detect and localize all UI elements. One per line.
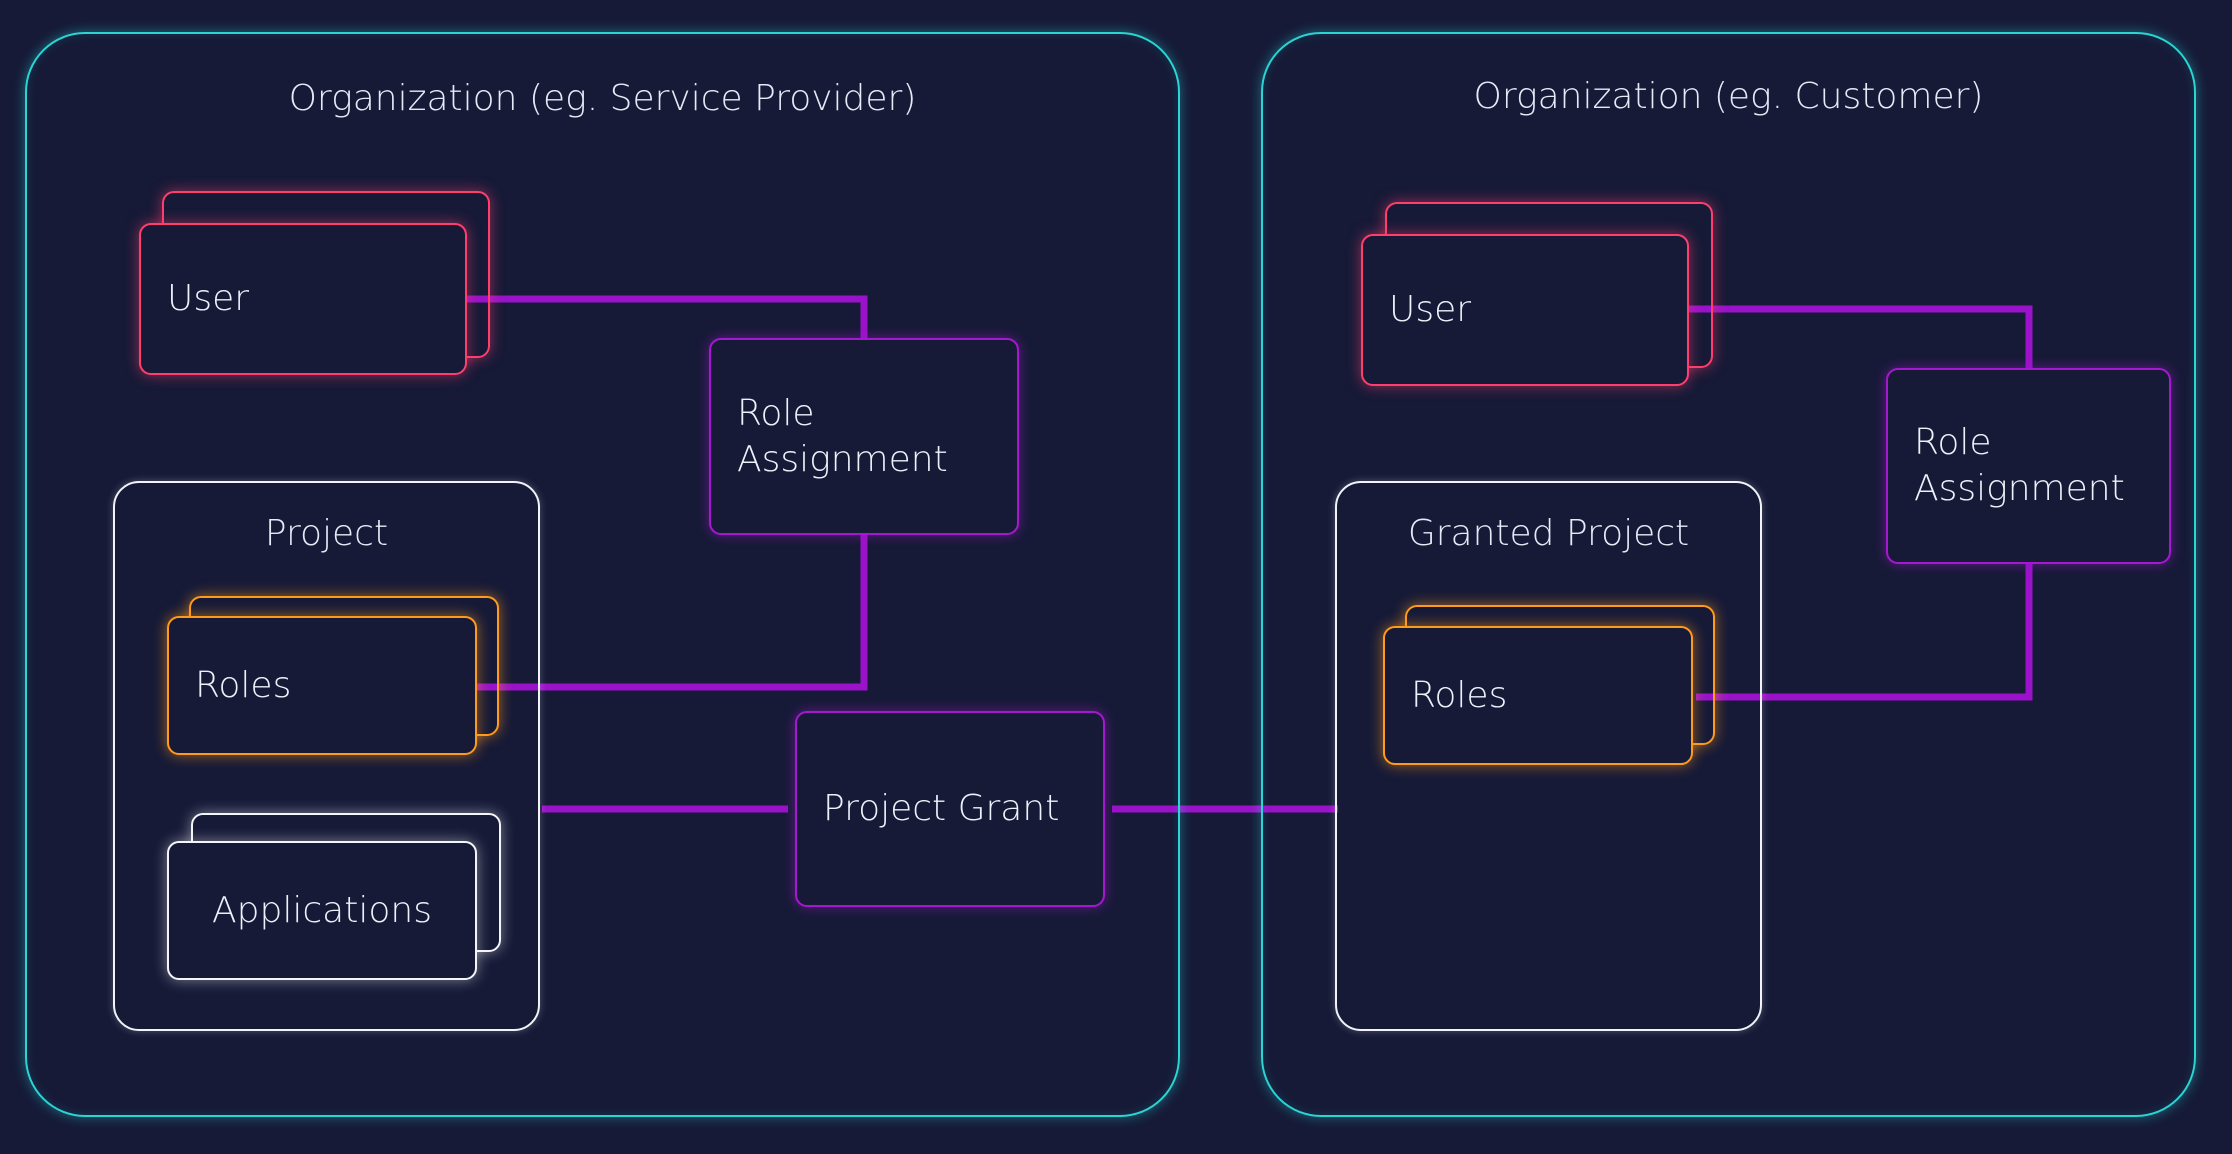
project-grant-label: Project Grant [823,788,1060,829]
project-panel: Project [113,481,540,1031]
organization-service-provider: Organization (eg. Service Provider) [25,32,1180,1117]
applications-box[interactable]: Applications [167,841,477,980]
user-box[interactable]: User [139,223,467,375]
applications-label: Applications [212,889,432,931]
roles-box[interactable]: Roles [167,616,477,755]
granted-project-title: Granted Project [1407,513,1690,554]
granted-project-panel: Granted Project [1335,481,1762,1031]
customer-role-assignment-label: Role Assignment [1914,422,2125,509]
organization-customer-title: Organization (eg. Customer) [1473,76,1984,117]
connector-user-to-role-assignment [466,295,868,338]
customer-roles-label: Roles [1411,674,1508,716]
user-label: User [167,278,250,319]
project-grant-box[interactable]: Project Grant [795,711,1105,907]
connector-customer-role-assignment-to-roles [1696,564,2033,701]
customer-roles-box[interactable]: Roles [1383,626,1693,765]
organization-customer: Organization (eg. Customer) [1261,32,2196,1117]
organization-service-provider-title: Organization (eg. Service Provider) [288,78,917,119]
customer-user-box[interactable]: User [1361,234,1689,386]
roles-label: Roles [195,664,292,706]
customer-role-assignment-box[interactable]: Role Assignment [1886,368,2171,564]
role-assignment-label: Role Assignment [737,392,948,480]
connector-customer-user-to-role-assignment [1689,305,2033,369]
project-title: Project [264,513,389,554]
customer-user-label: User [1389,289,1472,330]
connector-role-assignment-to-roles [476,534,868,691]
role-assignment-box[interactable]: Role Assignment [709,338,1019,535]
